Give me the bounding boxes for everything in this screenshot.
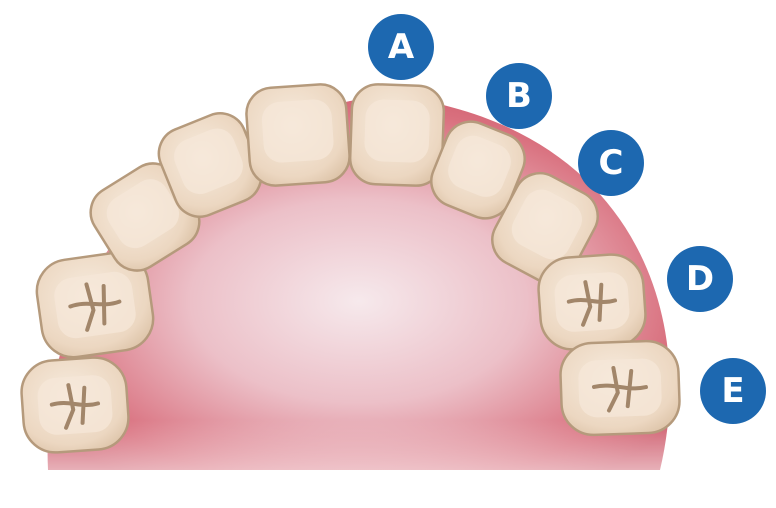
label-badge-e: E	[700, 358, 766, 424]
tooth-right-canine	[491, 171, 599, 285]
tooth-highlight	[174, 128, 243, 195]
label-badge-text: B	[506, 76, 532, 116]
label-badge-text: A	[387, 27, 415, 67]
tooth-right-premolar	[537, 253, 647, 351]
teeth	[20, 83, 681, 454]
tooth-highlight	[511, 189, 582, 260]
tooth-fissure	[68, 282, 122, 332]
tooth-highlight	[261, 99, 334, 163]
label-badge-a: A	[368, 14, 434, 80]
label-badge-text: E	[721, 371, 745, 411]
tooth-left-molar-2	[20, 356, 130, 454]
tooth-left-molar-1	[35, 251, 155, 359]
label-badge-text: D	[685, 259, 715, 299]
tooth-highlight	[106, 179, 180, 249]
tooth-fissure	[566, 280, 618, 327]
tooth-highlight	[448, 135, 511, 197]
label-badge-d: D	[667, 246, 733, 312]
tooth-fissure	[49, 383, 101, 430]
label-badge-b: B	[486, 63, 552, 129]
label-badge-text: C	[598, 143, 624, 183]
tooth-left-lateral	[157, 112, 263, 218]
palate-fade	[40, 420, 680, 503]
tooth-left-canine	[89, 162, 201, 272]
tooth-fissure	[591, 365, 648, 413]
label-badge-c: C	[578, 130, 644, 196]
tooth-right-lateral	[430, 120, 526, 220]
tooth-right-molar	[559, 339, 681, 437]
tooth-right-central	[348, 83, 446, 187]
tooth-left-central	[245, 83, 351, 187]
tooth-highlight	[364, 99, 430, 163]
